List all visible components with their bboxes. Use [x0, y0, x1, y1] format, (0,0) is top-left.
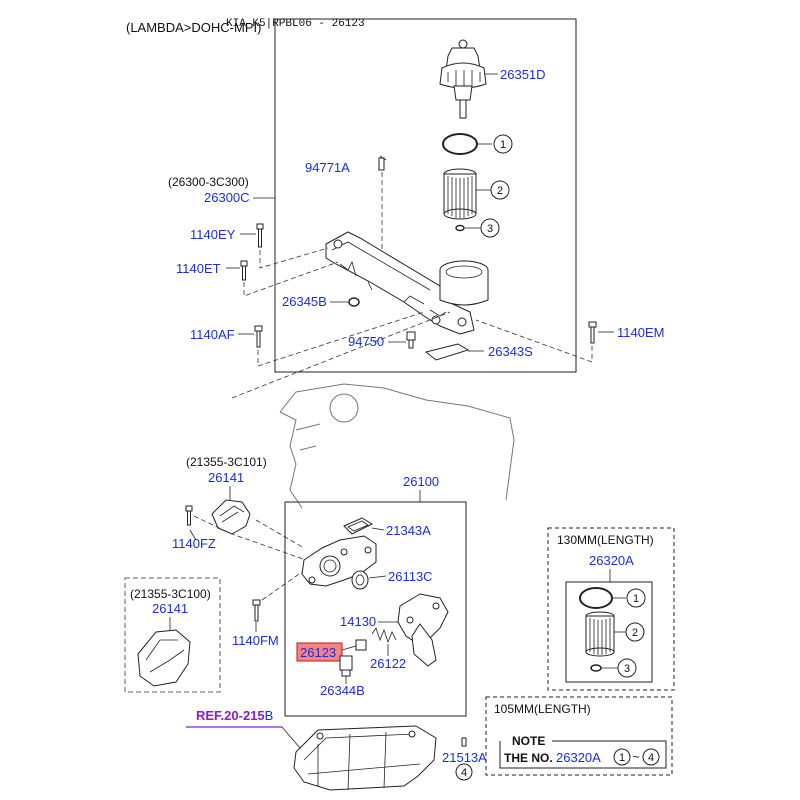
- filter-kit-130mm-frame: [547, 527, 675, 691]
- filter-housing-frame: [274, 18, 577, 373]
- bolt-1140FZ: [185, 505, 193, 526]
- kit-circle-number-3: 3: [617, 658, 637, 678]
- bolt-1140EY: [256, 223, 264, 248]
- gasket-26343S: [424, 343, 470, 361]
- callout-26344B: 26344B: [320, 683, 365, 698]
- callout-1140FZ: 1140FZ: [172, 536, 216, 551]
- svg-text:1: 1: [633, 593, 639, 605]
- page-code: KIA K5|RPBL06 - 26123: [226, 18, 365, 30]
- callout-1140AF: 1140AF: [190, 327, 235, 342]
- callout-26351D: 26351D: [500, 67, 546, 82]
- relief-housing-part: [397, 593, 449, 667]
- callout-1140ET: 1140ET: [176, 261, 221, 276]
- gasket-21343A: [343, 517, 374, 535]
- kit-filter-element-part: [585, 611, 615, 657]
- circle-number-4: 4: [455, 763, 473, 781]
- callout-21355-3C101: (21355-3C101): [186, 455, 267, 469]
- filter-cap-part: [439, 39, 487, 119]
- callout-94750: 94750: [348, 334, 384, 349]
- filter-housing-part: [325, 231, 489, 335]
- o-ring-part: [442, 133, 478, 155]
- cover-26141-upper: [211, 499, 251, 535]
- oil-pressure-switch-part: [406, 331, 416, 349]
- callout-26113C: 26113C: [388, 569, 433, 584]
- plunger-26123: [355, 639, 367, 651]
- drain-plug-21513A: [461, 737, 467, 747]
- circle-number-1: 1: [493, 134, 513, 154]
- bolt-1140ET: [240, 260, 248, 281]
- circle-number-2: 2: [490, 180, 510, 200]
- callout-14130: 14130: [340, 614, 376, 629]
- svg-text:1: 1: [500, 139, 506, 151]
- note-label: NOTE: [512, 734, 545, 748]
- note-frame: [499, 740, 667, 769]
- callout-26320A-box: 26320A: [589, 553, 634, 568]
- callout-21513A: 21513A: [442, 750, 487, 765]
- highlight-26123[interactable]: [296, 642, 343, 662]
- callout-26100: 26100: [403, 474, 439, 489]
- section-title: (LAMBDA>DOHC-MPI): [126, 20, 261, 35]
- ref-link[interactable]: REF.20-215B: [196, 708, 273, 723]
- callout-26122: 26122: [370, 656, 406, 671]
- note-part: 26320A: [556, 750, 601, 765]
- sensor-part: [378, 155, 387, 171]
- callout-26300-3C300: (26300-3C300): [168, 175, 249, 189]
- bolt-1140EM: [588, 321, 597, 344]
- kit-small-o-ring-part: [590, 664, 602, 672]
- bolt-1140FM: [252, 599, 261, 622]
- cover-alt-frame: [124, 577, 221, 693]
- filter-element-part: [443, 168, 477, 220]
- oil-pan-part: [293, 725, 437, 791]
- callout-26141-upper: 26141: [208, 470, 244, 485]
- filter-kit-inner-frame: [565, 581, 653, 683]
- note-prefix: THE NO.: [504, 751, 553, 765]
- callout-1140EY: 1140EY: [190, 227, 236, 242]
- circle-number-3: 3: [480, 218, 500, 238]
- callout-21355-3C100: (21355-3C100): [130, 587, 211, 601]
- plug-26344B: [339, 655, 353, 677]
- filter-kit-105mm-frame: [485, 696, 673, 776]
- note-circle-to: 4: [642, 748, 660, 766]
- seal-26113C: [351, 570, 369, 590]
- callout-26300C: 26300C: [204, 190, 250, 205]
- kit-circle-number-2: 2: [625, 622, 645, 642]
- callout-21343A: 21343A: [386, 523, 431, 538]
- svg-text:2: 2: [497, 185, 503, 197]
- bolt-1140AF: [254, 325, 263, 348]
- svg-text:4: 4: [461, 767, 467, 779]
- svg-text:3: 3: [624, 663, 630, 675]
- cover-26141-lower: [137, 629, 191, 687]
- svg-text:1: 1: [619, 752, 625, 764]
- box130-title: 130MM(LENGTH): [557, 533, 654, 547]
- svg-text:2: 2: [632, 627, 638, 639]
- note-tilde: ~: [632, 750, 639, 764]
- svg-text:3: 3: [487, 223, 493, 235]
- spring-26122: [371, 627, 397, 644]
- box105-title: 105MM(LENGTH): [494, 702, 591, 716]
- kit-o-ring-part: [579, 587, 613, 609]
- small-o-ring-part: [455, 224, 465, 232]
- callout-26123[interactable]: 26123: [300, 645, 336, 660]
- kit-circle-number-1: 1: [626, 588, 646, 608]
- engine-block-outline: [279, 383, 515, 509]
- callout-94771A: 94771A: [305, 160, 350, 175]
- note-circle-from: 1: [613, 748, 631, 766]
- callout-26345B: 26345B: [282, 294, 327, 309]
- callout-26343S: 26343S: [488, 344, 533, 359]
- oil-pump-frame: [284, 501, 467, 717]
- callout-1140EM: 1140EM: [617, 325, 664, 340]
- callout-1140FM: 1140FM: [232, 633, 279, 648]
- callout-26141-lower: 26141: [152, 601, 188, 616]
- gasket-26345B: [348, 297, 360, 307]
- svg-text:4: 4: [648, 752, 654, 764]
